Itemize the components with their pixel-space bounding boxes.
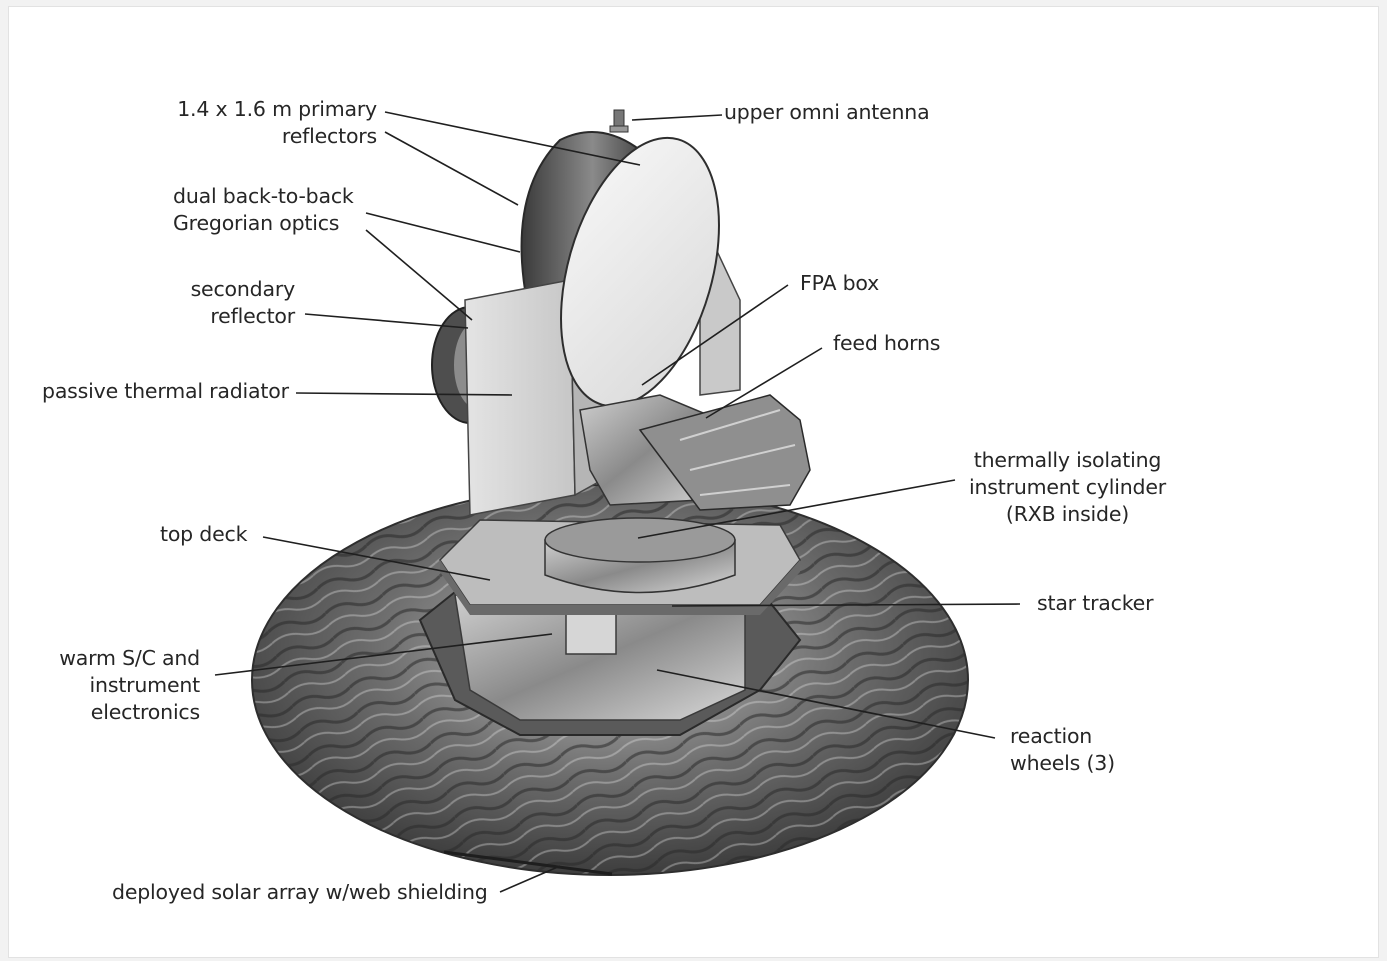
label-star-tracker: star tracker: [1037, 590, 1153, 617]
label-upper-omni-antenna: upper omni antenna: [724, 99, 929, 126]
label-top-deck: top deck: [160, 521, 247, 548]
label-feed-horns: feed horns: [833, 330, 940, 357]
label-passive-thermal-radiator: passive thermal radiator: [42, 378, 289, 405]
label-solar-array: deployed solar array w/web shielding: [112, 879, 488, 906]
label-reaction-wheels: reaction wheels (3): [1010, 723, 1115, 777]
label-secondary-reflector: secondary reflector: [160, 276, 295, 330]
label-primary-reflectors: 1.4 x 1.6 m primary reflectors: [140, 96, 377, 150]
label-fpa-box: FPA box: [800, 270, 879, 297]
label-warm-electronics: warm S/C and instrument electronics: [40, 645, 200, 726]
omni-antenna-shape: [610, 110, 628, 132]
label-instrument-cylinder: thermally isolating instrument cylinder …: [955, 447, 1180, 528]
instrument-cylinder-shape: [545, 518, 735, 593]
feed-horns-shape: [580, 395, 810, 510]
label-gregorian-optics: dual back-to-back Gregorian optics: [173, 183, 354, 237]
